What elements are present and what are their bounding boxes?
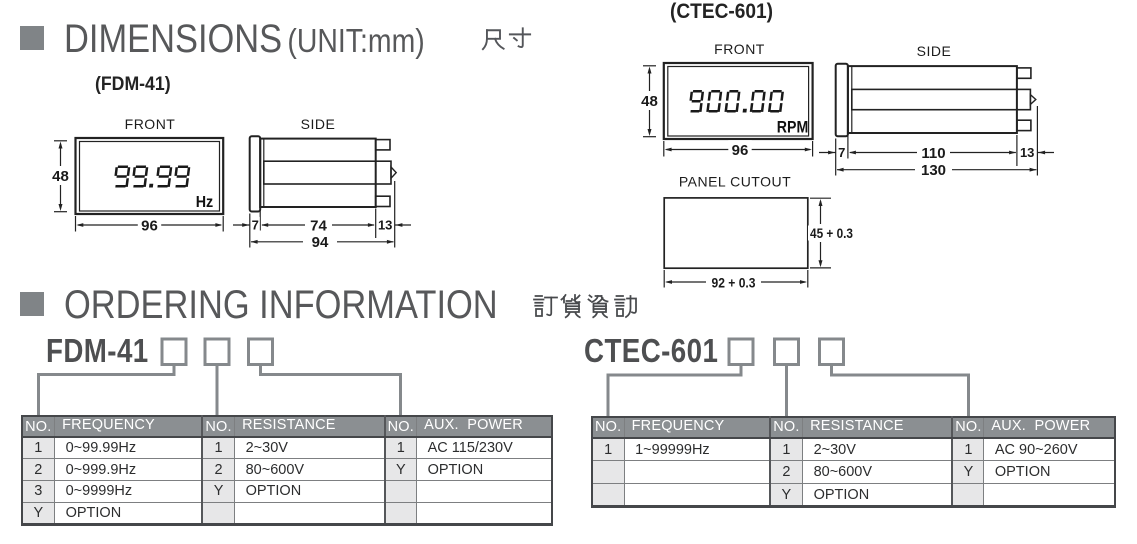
svg-text:FRONT: FRONT [125,116,176,132]
svg-text:Hz: Hz [196,194,214,211]
svg-text:PANEL CUTOUT: PANEL CUTOUT [679,174,791,190]
svg-text:7: 7 [252,218,259,233]
svg-text:SIDE: SIDE [917,43,952,59]
svg-text:96: 96 [732,142,749,159]
svg-text:45 + 0.3: 45 + 0.3 [810,226,853,241]
svg-text:RPM: RPM [777,118,809,137]
svg-text:74: 74 [310,217,327,234]
svg-text:92 + 0.3: 92 + 0.3 [712,275,756,290]
svg-text:FRONT: FRONT [714,41,765,57]
svg-text:94: 94 [312,234,329,251]
svg-text:SIDE: SIDE [301,116,336,132]
svg-text:48: 48 [641,93,658,110]
svg-text:13: 13 [1020,145,1034,160]
svg-text:130: 130 [921,162,946,179]
svg-text:110: 110 [921,145,945,162]
svg-text:96: 96 [141,217,158,234]
svg-text:13: 13 [378,218,392,233]
svg-text:48: 48 [52,168,69,185]
svg-text:7: 7 [838,145,845,160]
